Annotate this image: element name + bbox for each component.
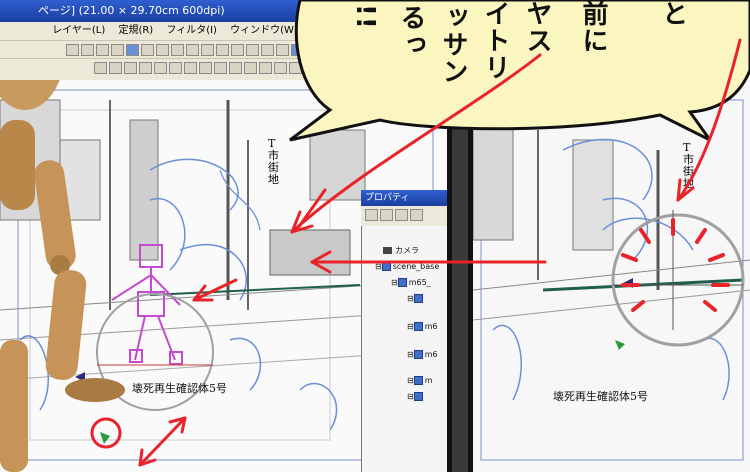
expand-minus-icon[interactable]: ⊟ [407, 376, 414, 385]
property-tree: カメラ ⊟scene_base ⊟m65_ ⊟ ⊟m6 ⊟m6 ⊟m ⊟ [361, 226, 447, 472]
toolbar-button-icon[interactable] [216, 44, 230, 56]
bubble-text-col-6: 前に [578, 0, 608, 54]
pose-figure[interactable] [111, 244, 183, 365]
menu-layer[interactable]: レイヤー(L) [52, 25, 106, 36]
scale-tool-icon[interactable] [274, 62, 288, 74]
new-icon[interactable] [365, 209, 378, 221]
light-tool-icon[interactable] [199, 62, 213, 74]
tree-item-m6b[interactable]: ⊟ m6 [407, 350, 438, 360]
bubble-text-col-2: るっ [396, 4, 426, 58]
toolbar-button-icon[interactable] [66, 44, 80, 56]
cube-icon [413, 294, 423, 303]
crop-tool-icon[interactable] [139, 62, 153, 74]
tree-child[interactable]: ⊟ [407, 392, 425, 402]
zoom-tool-icon[interactable] [169, 62, 183, 74]
tree-item-m6a[interactable]: ⊟ m6 [407, 322, 438, 332]
tree-item-label: m6 [424, 322, 438, 331]
toolbar-button-icon[interactable] [141, 44, 155, 56]
tree-item-label: カメラ [395, 246, 419, 255]
toolbar-button-icon[interactable] [246, 44, 260, 56]
tree-item-label: scene_base [392, 262, 440, 271]
toolbar-tools [0, 58, 447, 81]
wooden-mannequin [0, 80, 125, 472]
bubble-text-col-5: ヤス [522, 0, 552, 54]
view-tool-icon[interactable] [259, 62, 273, 74]
cube-icon [413, 392, 423, 401]
camera-tool-icon[interactable] [184, 62, 198, 74]
move-tool-icon[interactable] [94, 62, 108, 74]
toolbar-top [0, 40, 447, 59]
property-panel-title: プロパティ [361, 190, 447, 206]
cube-icon [413, 350, 423, 359]
toolbar-button-icon[interactable] [171, 44, 185, 56]
expand-minus-icon[interactable]: ⊟ [391, 278, 398, 287]
tree-item-label: m65_ [408, 278, 431, 287]
cube-icon [381, 262, 391, 271]
toolbar-button-icon[interactable] [261, 44, 275, 56]
bubble-text-col-4: イトリ [480, 0, 510, 81]
window-title: ページ] (21.00 × 29.70cm 600dpi) [38, 4, 225, 17]
cube-icon [413, 376, 423, 385]
camera-icon [383, 247, 392, 254]
tree-item-camera[interactable]: カメラ [383, 246, 419, 256]
align-tool-icon[interactable] [319, 62, 333, 74]
expand-minus-icon[interactable]: ⊟ [407, 322, 414, 331]
menu-window[interactable]: ウィンドウ(W) [230, 25, 298, 36]
transform-tool-icon[interactable] [124, 62, 138, 74]
caption-left: 壊死再生確認体5号 [132, 382, 227, 395]
tree-item-m65[interactable]: ⊟ m65_ [391, 278, 431, 288]
toolbar-button-icon[interactable] [111, 44, 125, 56]
toolbar-button-icon[interactable] [186, 44, 200, 56]
tree-item-m[interactable]: ⊟m [407, 376, 433, 386]
right-3d-canvas[interactable]: 壊死再生確認体5号 T市街地 [473, 0, 750, 472]
pose-tool-icon[interactable] [349, 62, 363, 74]
menu-ruler[interactable]: 定規(R) [118, 25, 154, 36]
toolbar-button-icon[interactable] [96, 44, 110, 56]
toolbar-button-icon[interactable] [231, 44, 245, 56]
tree-item-scene[interactable]: ⊟ scene_base [375, 262, 439, 272]
toolbar-button-icon[interactable] [201, 44, 215, 56]
highlight-burst [621, 218, 730, 312]
expand-minus-icon[interactable]: ⊟ [375, 262, 382, 271]
expand-minus-icon[interactable]: ⊟ [407, 392, 414, 401]
toolbar-button-icon[interactable] [291, 44, 305, 56]
axis-tool-icon[interactable] [289, 62, 303, 74]
sign-text-right: T市街地 [683, 141, 694, 190]
toolbar-button-icon[interactable] [126, 44, 140, 56]
mirror-tool-icon[interactable] [304, 62, 318, 74]
bubble-text-col-1: !! [350, 4, 380, 30]
toolbar-button-icon[interactable] [321, 44, 335, 56]
bubble-text-col-7: と [658, 0, 688, 27]
toolbar-button-icon[interactable] [306, 44, 320, 56]
bubble-text-col-3: ッサン [438, 4, 468, 85]
folder-icon[interactable] [395, 209, 408, 221]
expand-minus-icon[interactable]: ⊟ [407, 350, 414, 359]
toolbar-button-icon[interactable] [81, 44, 95, 56]
grid-tool-icon[interactable] [229, 62, 243, 74]
rotate-tool-icon[interactable] [109, 62, 123, 74]
menu-filter[interactable]: フィルタ(I) [166, 25, 217, 36]
tree-item-label: m [424, 376, 433, 385]
hand-tool-icon[interactable] [244, 62, 258, 74]
cube-icon [397, 278, 407, 287]
caption-right: 壊死再生確認体5号 [553, 390, 648, 403]
property-panel-toolbar [361, 206, 447, 226]
delete-icon[interactable] [410, 209, 423, 221]
toolbar-button-icon[interactable] [156, 44, 170, 56]
tree-item-label: m6 [424, 350, 438, 359]
sign-text-left: T市街地 [268, 137, 279, 186]
cube-icon [413, 322, 423, 331]
select-tool-icon[interactable] [154, 62, 168, 74]
copy-icon[interactable] [380, 209, 393, 221]
tree-child[interactable]: ⊟ [407, 294, 425, 304]
toolbar-button-icon[interactable] [276, 44, 290, 56]
expand-minus-icon[interactable]: ⊟ [407, 294, 414, 303]
snap-tool-icon[interactable] [334, 62, 348, 74]
pen-tool-icon[interactable] [214, 62, 228, 74]
property-panel [361, 190, 448, 472]
